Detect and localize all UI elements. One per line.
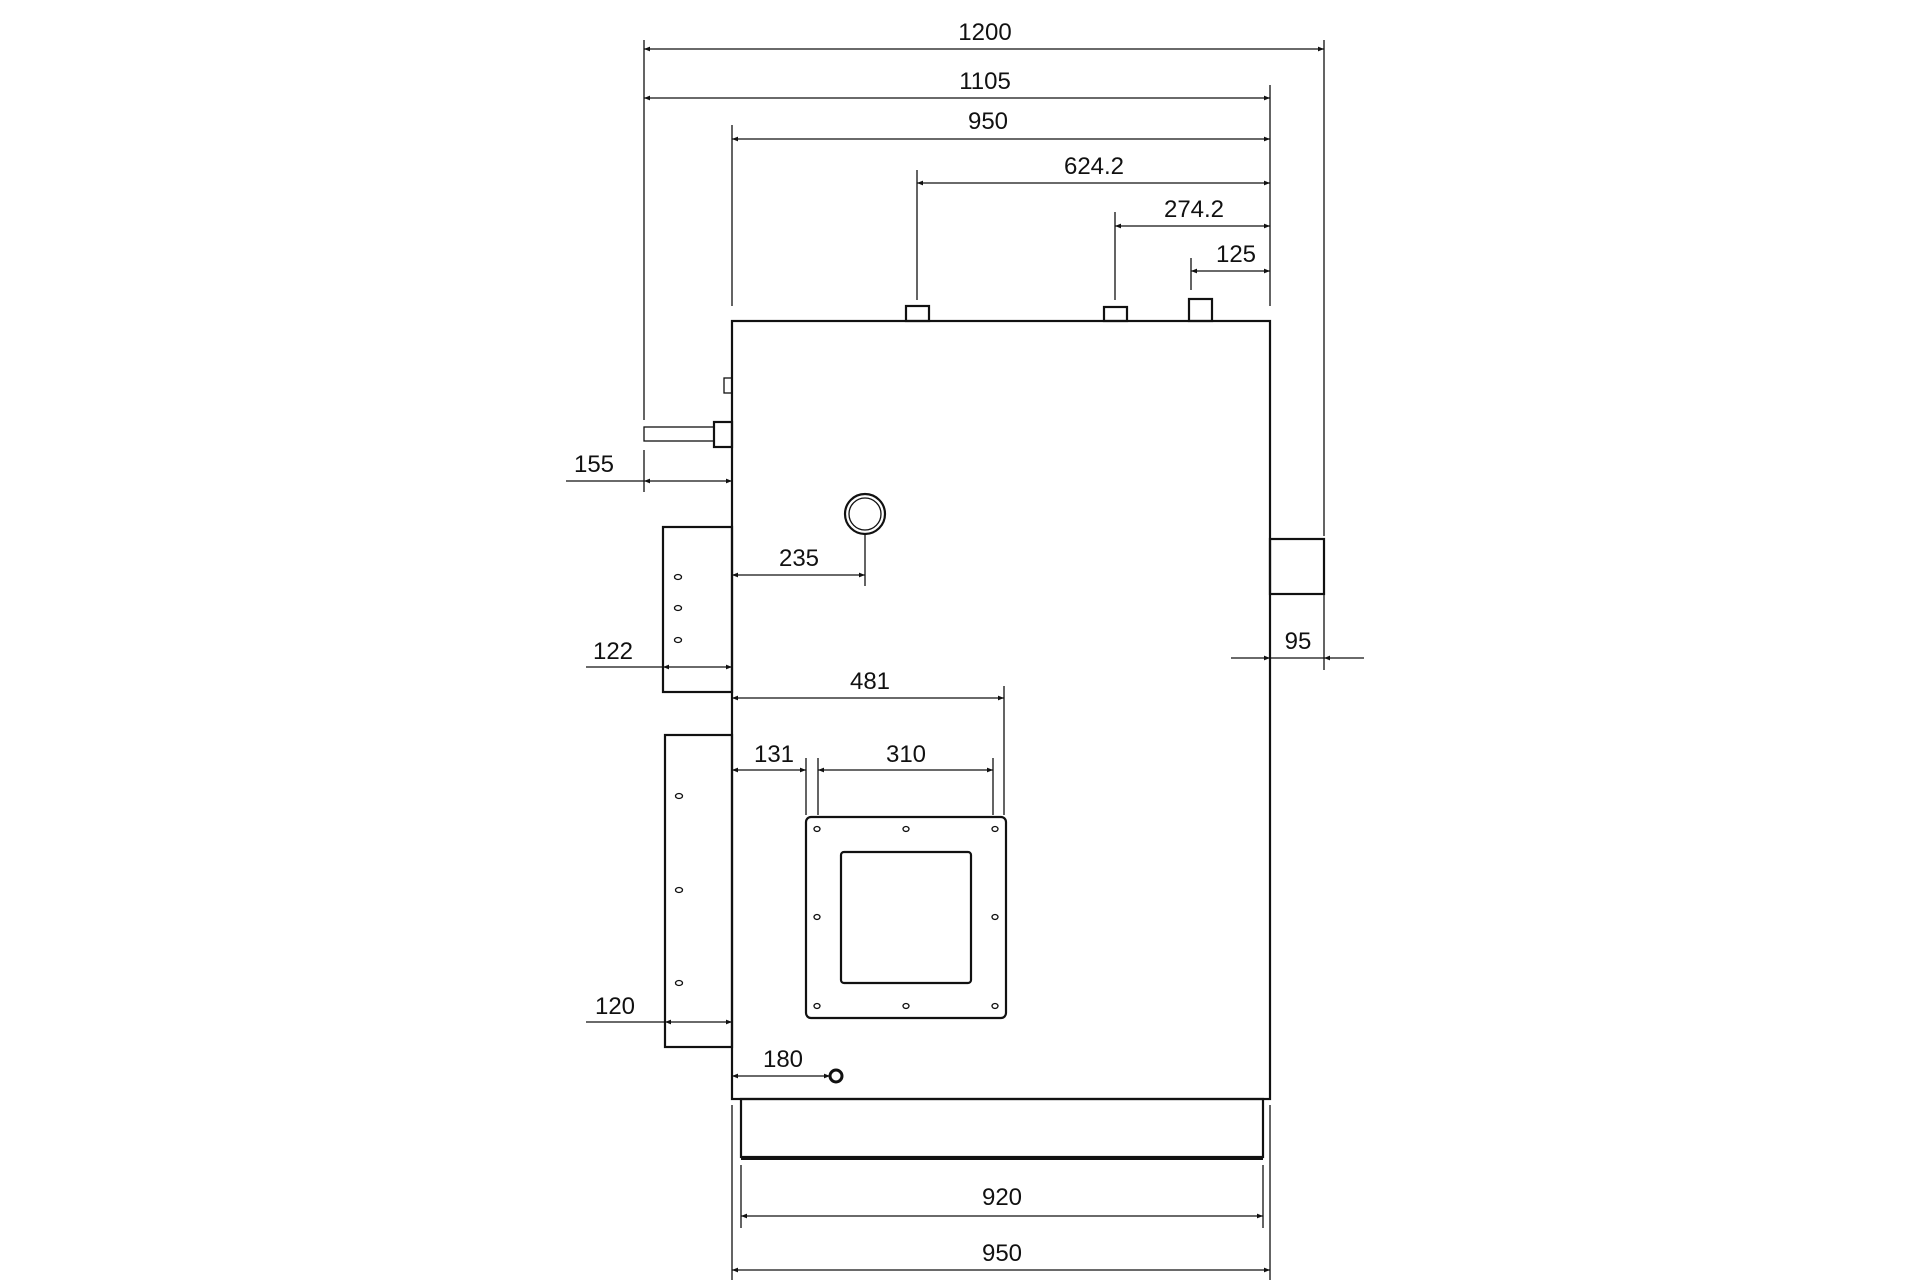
dim-label-950-bottom: 950 xyxy=(982,1240,1022,1267)
left-pipe xyxy=(643,426,715,442)
top-nozzle-3 xyxy=(1187,297,1214,323)
dim-label-481: 481 xyxy=(850,668,890,695)
dim-label-122: 122 xyxy=(593,638,633,665)
dim-label-125: 125 xyxy=(1216,241,1256,268)
right-outlet xyxy=(1268,537,1326,596)
dim-label-1105: 1105 xyxy=(959,68,1011,95)
dim-label-624: 624.2 xyxy=(1064,153,1124,180)
round-port xyxy=(843,492,887,536)
dim-label-950-top: 950 xyxy=(968,108,1008,135)
drain-port xyxy=(828,1068,844,1084)
dim-label-920: 920 xyxy=(982,1184,1022,1211)
top-nozzle-1 xyxy=(904,304,931,323)
round-port-inner xyxy=(848,497,882,531)
flange-opening xyxy=(839,850,973,985)
dim-label-235: 235 xyxy=(779,545,819,572)
lower-box-holes xyxy=(674,792,684,987)
dim-label-1200: 1200 xyxy=(958,19,1011,46)
dim-label-131: 131 xyxy=(754,741,794,768)
pipe-fitting xyxy=(712,420,734,449)
flange xyxy=(804,815,1008,1020)
lower-side-box xyxy=(663,733,734,1049)
upper-side-box xyxy=(661,525,734,694)
small-connector xyxy=(723,377,733,394)
flange-bolt-holes xyxy=(813,825,999,1010)
dim-label-95: 95 xyxy=(1285,628,1312,655)
dim-label-310: 310 xyxy=(886,741,926,768)
dim-label-180: 180 xyxy=(763,1046,803,1073)
unit-body xyxy=(730,319,1272,1101)
dim-label-274: 274.2 xyxy=(1164,196,1224,223)
base-frame xyxy=(739,1097,1265,1159)
dim-label-155: 155 xyxy=(574,451,614,478)
upper-box-holes xyxy=(673,573,683,644)
extension-lines xyxy=(566,40,1325,1280)
top-nozzle-2 xyxy=(1102,305,1129,323)
dim-label-120: 120 xyxy=(595,993,635,1020)
